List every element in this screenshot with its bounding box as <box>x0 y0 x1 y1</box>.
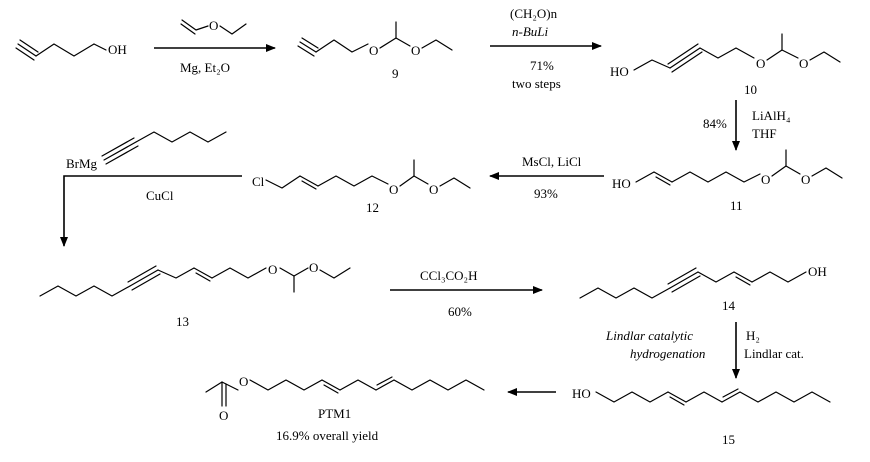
ptm1-label: PTM1 <box>318 406 351 421</box>
compound-15-label: 15 <box>722 432 735 447</box>
c11-oxygen-2: O <box>801 172 810 187</box>
step1-conditions: Mg, Et₂O <box>180 60 230 75</box>
ptm1-carbonyl-oxygen: O <box>219 408 228 423</box>
ptm1-structure: O O <box>205 374 485 423</box>
step2-yield: 71% <box>530 58 554 73</box>
step3-yield: 84% <box>703 116 727 131</box>
compound-11-label: 11 <box>730 198 743 213</box>
compound-15-structure: HO <box>572 386 831 406</box>
c10-oxygen-1: O <box>756 56 765 71</box>
compound-11-structure: HO O O <box>612 149 843 191</box>
c13-oxygen-2: O <box>309 260 318 275</box>
c12-oxygen-2: O <box>429 182 438 197</box>
step2-reagent-1: (CH₂O)n <box>510 6 558 21</box>
step3-reagent-2: THF <box>752 126 777 141</box>
c10-oxygen-2: O <box>799 56 808 71</box>
compound-10-structure: HO O O <box>610 33 841 79</box>
step6-reagent: CCl₃CO₂H <box>420 268 477 283</box>
step5-reagent: CuCl <box>146 188 174 203</box>
c13-oxygen-1: O <box>268 262 277 277</box>
step5-arrow <box>60 175 242 247</box>
compound-12-structure: Cl O O <box>252 159 471 197</box>
compound-14-label: 14 <box>722 298 736 313</box>
grignard-label: BrMg <box>66 156 98 171</box>
compound-13-structure: O O <box>39 260 351 297</box>
c9-oxygen-2: O <box>411 43 420 58</box>
step2-note: two steps <box>512 76 561 91</box>
c10-hydroxyl: HO <box>610 64 629 79</box>
compound-9-label: 9 <box>392 66 399 81</box>
compound-14-structure: OH <box>579 264 827 299</box>
ether-oxygen-label: O <box>209 18 218 33</box>
hydroxyl-label: OH <box>108 42 127 57</box>
step2-reagent-2: n-BuLi <box>512 24 549 39</box>
compound-10-label: 10 <box>744 82 757 97</box>
step7-reagent-1: H₂ <box>746 328 760 343</box>
ethyl-vinyl-ether-structure: O <box>180 18 247 35</box>
c11-hydroxyl: HO <box>612 176 631 191</box>
step3-reagent-1: LiAlH₄ <box>752 108 791 123</box>
c15-hydroxyl: HO <box>572 386 591 401</box>
step6-yield: 60% <box>448 304 472 319</box>
compound-13-label: 13 <box>176 314 189 329</box>
step7-note-1: Lindlar catalytic <box>605 328 693 343</box>
compound-9-structure: O O <box>297 21 453 58</box>
step7-note-2: hydrogenation <box>630 346 705 361</box>
c14-hydroxyl: OH <box>808 264 827 279</box>
ptm1-yield: 16.9% overall yield <box>276 428 379 443</box>
c9-oxygen-1: O <box>369 43 378 58</box>
heptynyl-grignard-structure: BrMg <box>66 131 227 171</box>
step7-reagent-2: Lindlar cat. <box>744 346 804 361</box>
c12-oxygen-1: O <box>389 182 398 197</box>
step4-reagent: MsCl, LiCl <box>522 154 582 169</box>
step4-yield: 93% <box>534 186 558 201</box>
c12-chloro: Cl <box>252 174 265 189</box>
pentynol-structure: OH <box>15 39 127 61</box>
c11-oxygen-1: O <box>761 172 770 187</box>
ptm1-ester-oxygen: O <box>239 374 248 389</box>
compound-12-label: 12 <box>366 200 379 215</box>
